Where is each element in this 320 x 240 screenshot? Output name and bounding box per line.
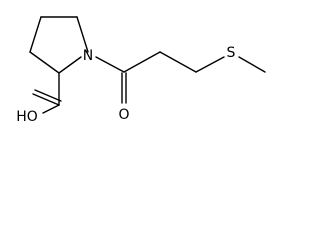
ring-bond-c3-c2 — [29, 51, 60, 74]
ring-bond-c2-n — [58, 56, 82, 74]
bond-carbonyl-c-ch2 — [123, 51, 161, 73]
molecule-structure-diagram: N S O HO — [16, 16, 266, 125]
ring-bond-n-c5 — [76, 16, 89, 53]
carbonyl-oxygen-atom-label: O — [118, 107, 129, 123]
bond-ch2-sulfur — [195, 56, 225, 73]
sulfur-atom-label: S — [227, 45, 236, 61]
bond-carboxyl-oh — [42, 104, 60, 114]
bond-n-carbonyl-carbon — [95, 56, 125, 73]
bond-carboxyl-double-o-2 — [34, 89, 62, 102]
bond-ch2-ch2 — [159, 51, 197, 73]
ring-bond-c4-c3 — [29, 16, 42, 53]
nitrogen-atom-label: N — [83, 48, 93, 64]
bond-sulfur-methyl — [238, 56, 266, 73]
hydroxyl-group-label: HO — [16, 109, 38, 125]
bond-carboxyl-double-o-1 — [32, 93, 60, 106]
